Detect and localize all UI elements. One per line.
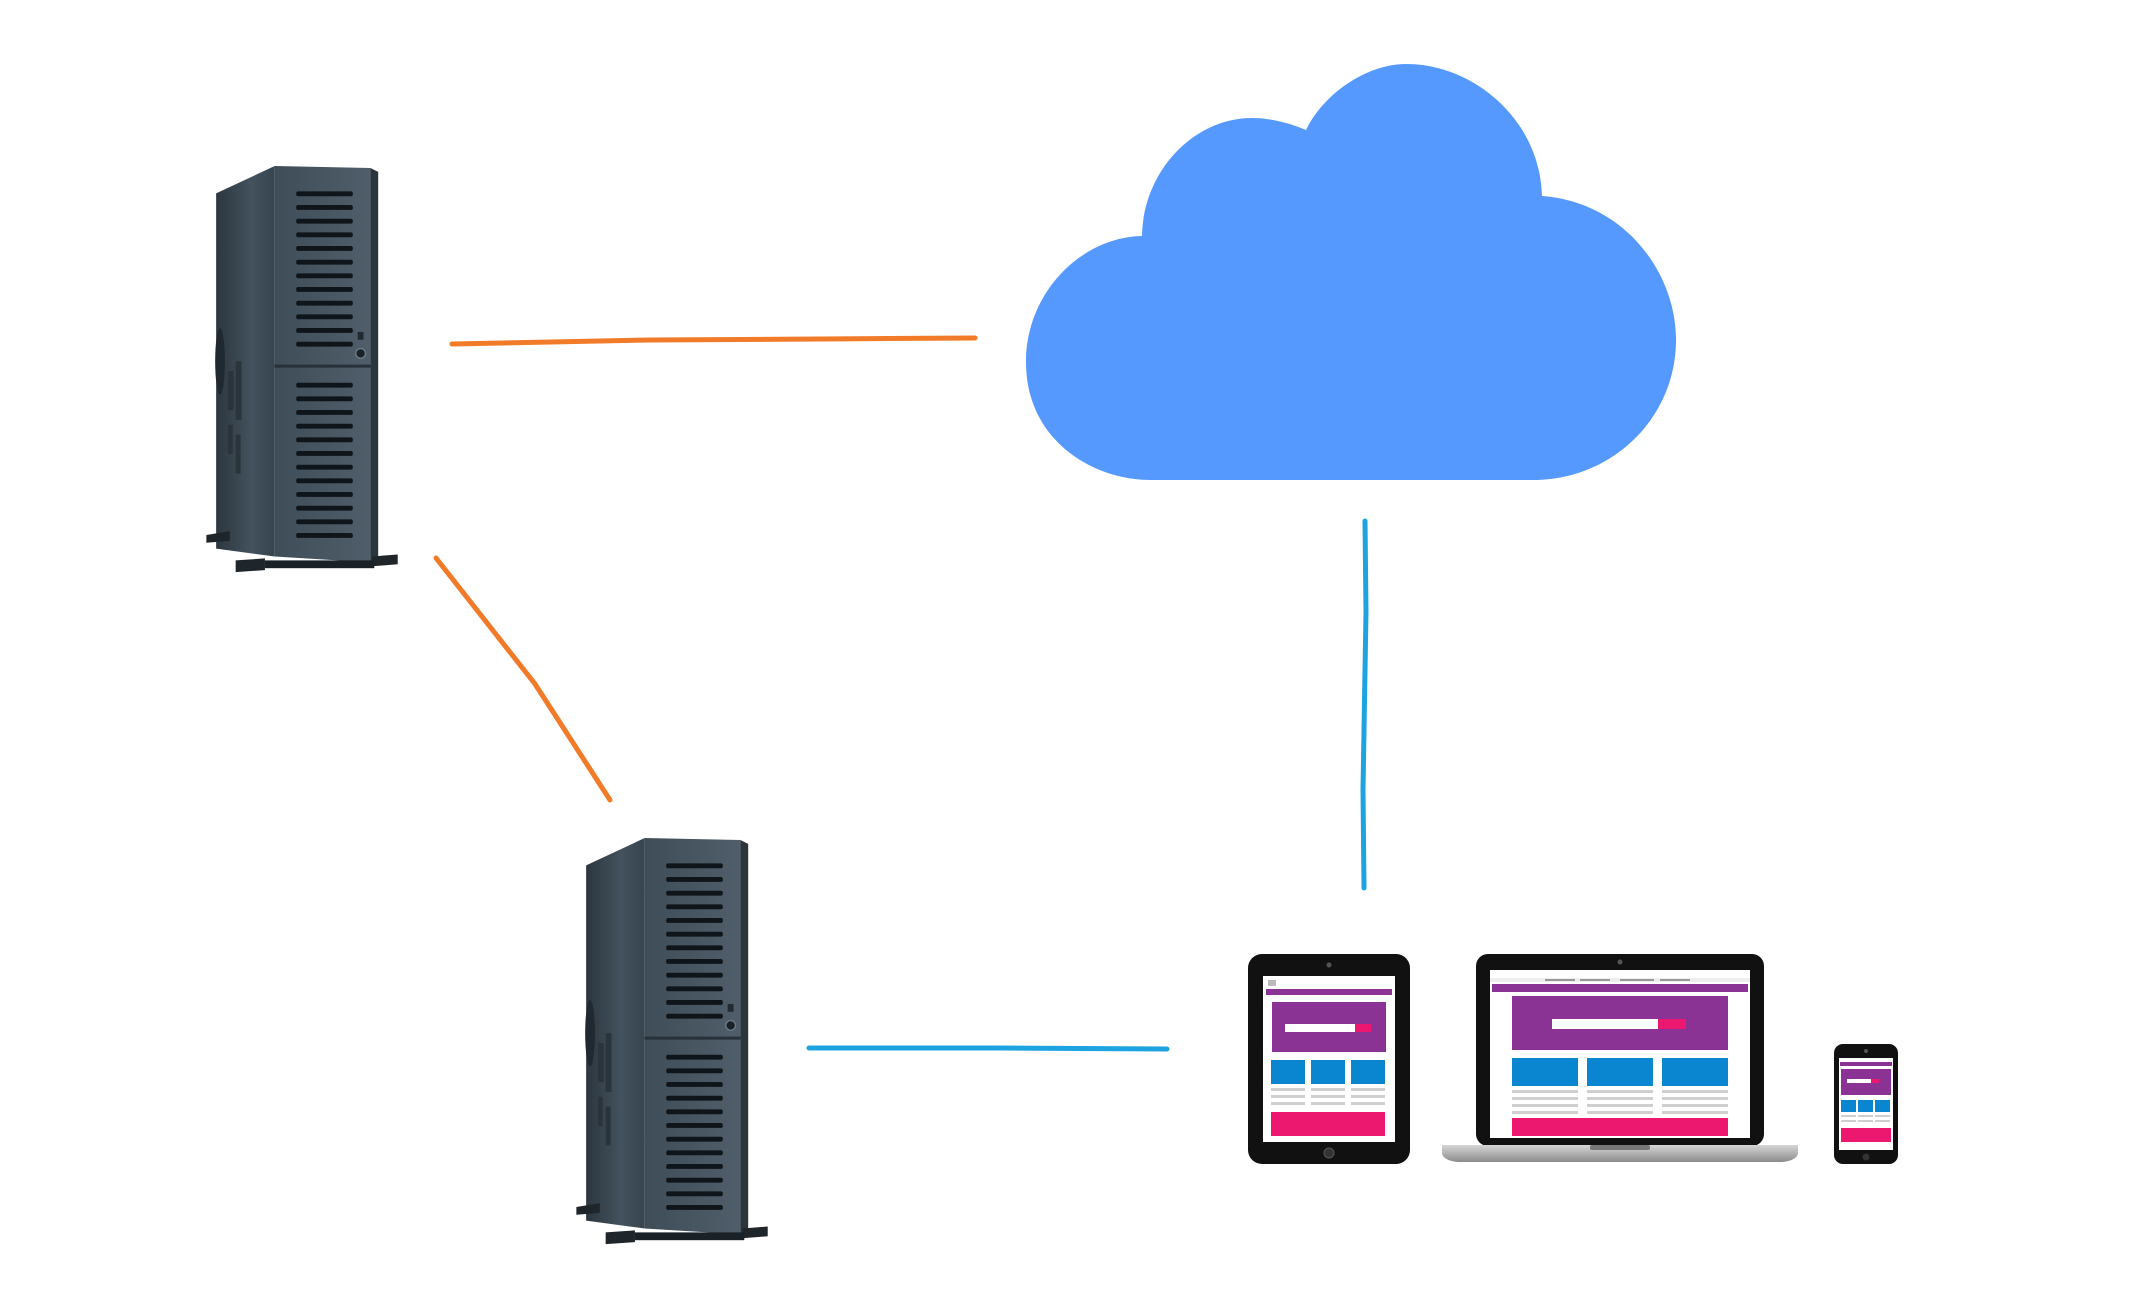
- link-cloud-to-devices: [1360, 518, 1369, 891]
- responsive-devices-icon: [1248, 954, 1898, 1164]
- cloud-icon: [1026, 64, 1676, 480]
- link-server-top-to-server-bottom: [433, 555, 613, 803]
- tablet-icon: [1248, 954, 1410, 1164]
- connections: [433, 335, 1369, 1052]
- link-server-bottom-to-devices: [806, 1045, 1170, 1052]
- laptop-icon: [1442, 954, 1798, 1162]
- link-server-top-to-cloud: [449, 335, 978, 347]
- phone-icon: [1834, 1044, 1898, 1164]
- server-tower-icon: [206, 166, 400, 574]
- server-tower-icon: [576, 838, 770, 1246]
